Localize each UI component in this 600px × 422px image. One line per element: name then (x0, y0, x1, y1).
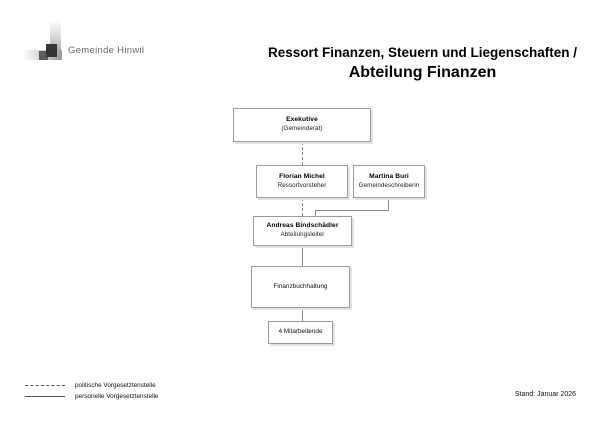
org-node-mitarbeitende[interactable]: 4 Mitarbeitende (268, 321, 333, 344)
logo-mark-icon (22, 20, 72, 66)
footer-stand-date: Stand: Januar 2026 (514, 391, 576, 398)
org-node-subtitle: Gemeindeschreiberin (358, 181, 420, 189)
legend-item-personelle: personelle Vorgesetztenstelle (25, 391, 225, 402)
org-node-title: 4 Mitarbeitende (278, 328, 323, 336)
legend-dashed-line-icon (25, 385, 65, 386)
page-title: Ressort Finanzen, Steuern und Liegenscha… (255, 45, 590, 83)
gemeinde-logo: Gemeinde Hinwil (22, 20, 182, 66)
connector-gemeindeschreiberin-to-abteilungsleiter (315, 210, 316, 216)
legend-item-politische: politische Vorgesetztenstelle (25, 380, 225, 391)
legend-item-label: personelle Vorgesetztenstelle (75, 393, 159, 400)
logo-square-dark (46, 44, 57, 57)
logo-square-light (39, 51, 48, 60)
org-node-title: Florian Michel (279, 172, 325, 180)
org-node-title: Finanzbuchhaltung (273, 282, 328, 290)
org-node-title: Exekutive (286, 116, 318, 124)
logo-vertical-bar (50, 20, 61, 58)
legend-solid-line-icon (25, 396, 65, 397)
org-node-subtitle: (Gemeinderat) (281, 125, 323, 133)
connector-gemeindeschreiberin-stem (388, 198, 389, 210)
legend: politische Vorgesetztenstelle personelle… (25, 380, 225, 402)
org-node-finanzbuchhaltung[interactable]: Finanzbuchhaltung (251, 266, 350, 308)
page-title-line-1: Ressort Finanzen, Steuern und Liegenscha… (267, 45, 578, 60)
org-node-title: Andreas Bindschädler (266, 222, 339, 230)
logo-wordmark: Gemeinde Hinwil (68, 45, 145, 56)
org-node-subtitle: Abteilungsleiter (280, 231, 325, 239)
org-node-title: Martina Buri (369, 172, 409, 180)
org-node-gemeindeschreiberin[interactable]: Martina Buri Gemeindeschreiberin (353, 165, 425, 198)
org-node-abteilungsleiter[interactable]: Andreas Bindschädler Abteilungsleiter (253, 216, 352, 246)
legend-item-label: politische Vorgesetztenstelle (75, 382, 156, 389)
org-node-ressortvorsteher[interactable]: Florian Michel Ressortvorsteher (256, 165, 348, 198)
connector-exekutive-to-ressortvorsteher (302, 142, 303, 165)
org-node-subtitle: Ressortvorsteher (277, 181, 327, 189)
page-title-line-2: Abteilung Finanzen (348, 63, 497, 81)
connector-abteilungsleiter-to-finanzbuchhaltung (302, 246, 303, 266)
connector-ressortvorsteher-to-abteilungsleiter (302, 198, 303, 216)
org-node-exekutive[interactable]: Exekutive (Gemeinderat) (233, 108, 371, 142)
connector-gemeindeschreiberin-horizontal (315, 210, 389, 211)
connector-finanzbuchhaltung-to-mitarbeitende (302, 308, 303, 321)
